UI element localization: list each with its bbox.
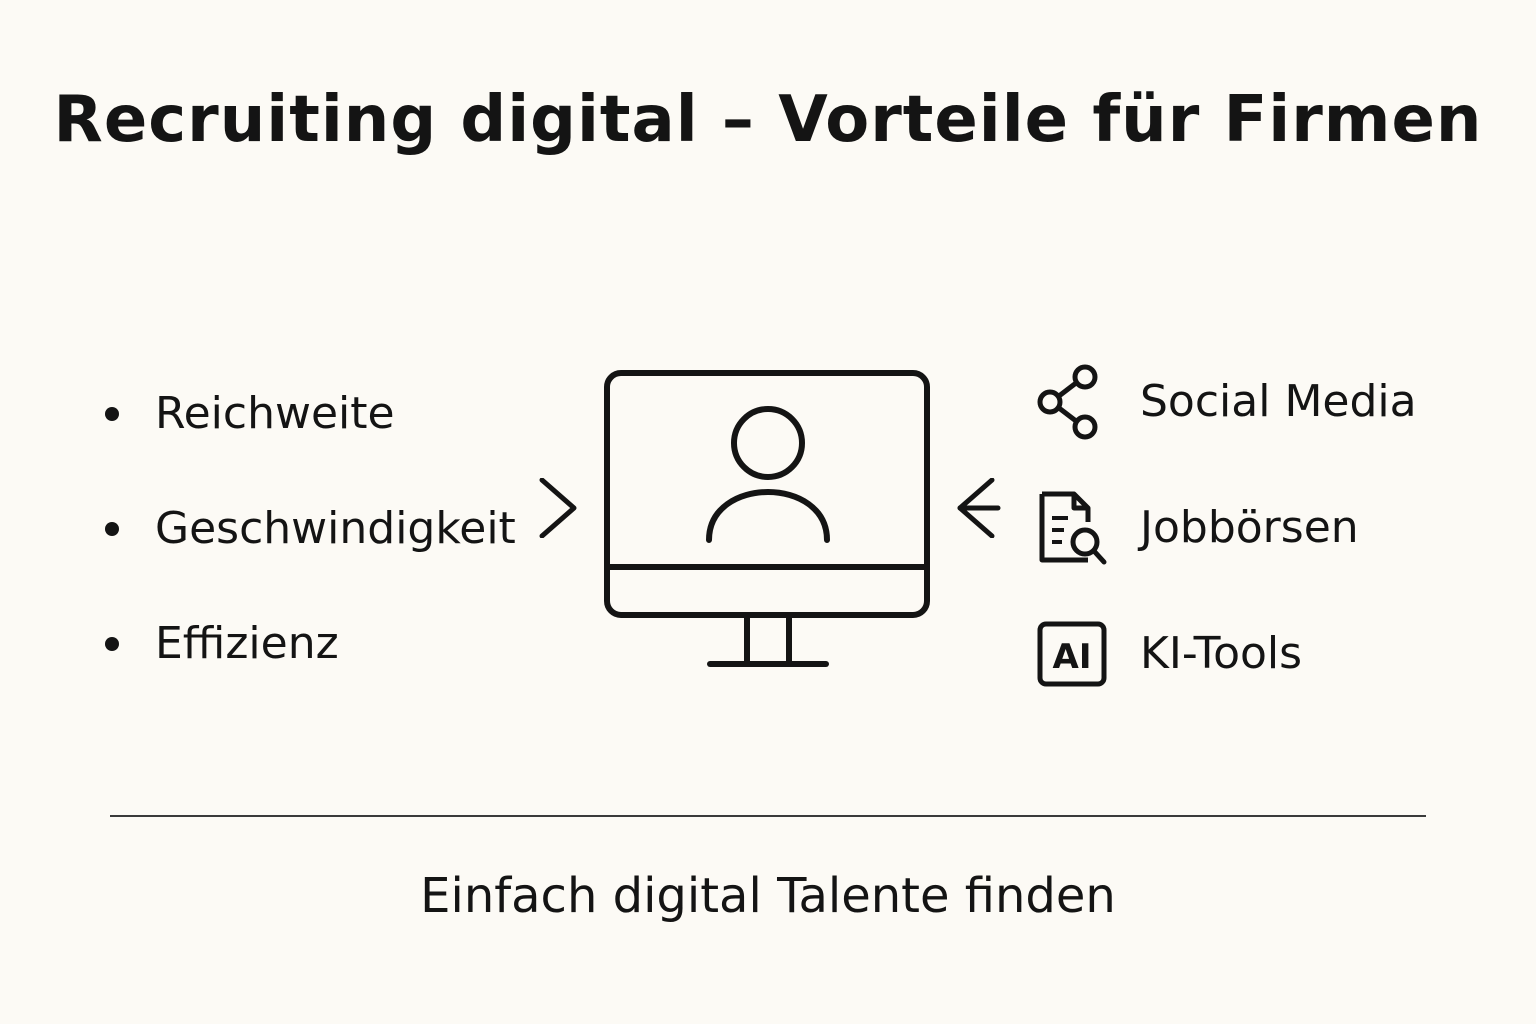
computer-user-icon	[604, 370, 930, 667]
source-label: Social Media	[1140, 376, 1417, 427]
tagline: Einfach digital Talente finden	[420, 868, 1116, 924]
source-item-ki-tools: AI KI-Tools	[1036, 614, 1302, 694]
divider	[110, 815, 1426, 817]
benefit-item: Reichweite	[105, 384, 395, 444]
source-label: Jobbörsen	[1140, 502, 1359, 553]
share-icon	[1036, 362, 1112, 442]
page-title: Recruiting digital – Vorteile für Firmen	[53, 83, 1483, 157]
arrow-right-icon	[539, 478, 577, 538]
arrow-left-icon	[957, 478, 1001, 538]
document-search-icon	[1036, 488, 1112, 568]
benefit-label: Geschwindigkeit	[155, 503, 516, 554]
benefit-item: Geschwindigkeit	[105, 499, 516, 559]
source-item-social-media: Social Media	[1036, 362, 1417, 442]
benefit-label: Reichweite	[155, 388, 395, 439]
bullet-icon	[105, 407, 119, 421]
source-item-jobboersen: Jobbörsen	[1036, 488, 1359, 568]
bullet-icon	[105, 637, 119, 651]
benefit-label: Effizienz	[155, 618, 339, 669]
source-label: KI-Tools	[1140, 628, 1303, 679]
benefit-item: Effizienz	[105, 614, 339, 674]
ai-icon-text: AI	[1053, 637, 1092, 677]
bullet-icon	[105, 522, 119, 536]
ai-icon: AI	[1036, 614, 1112, 694]
